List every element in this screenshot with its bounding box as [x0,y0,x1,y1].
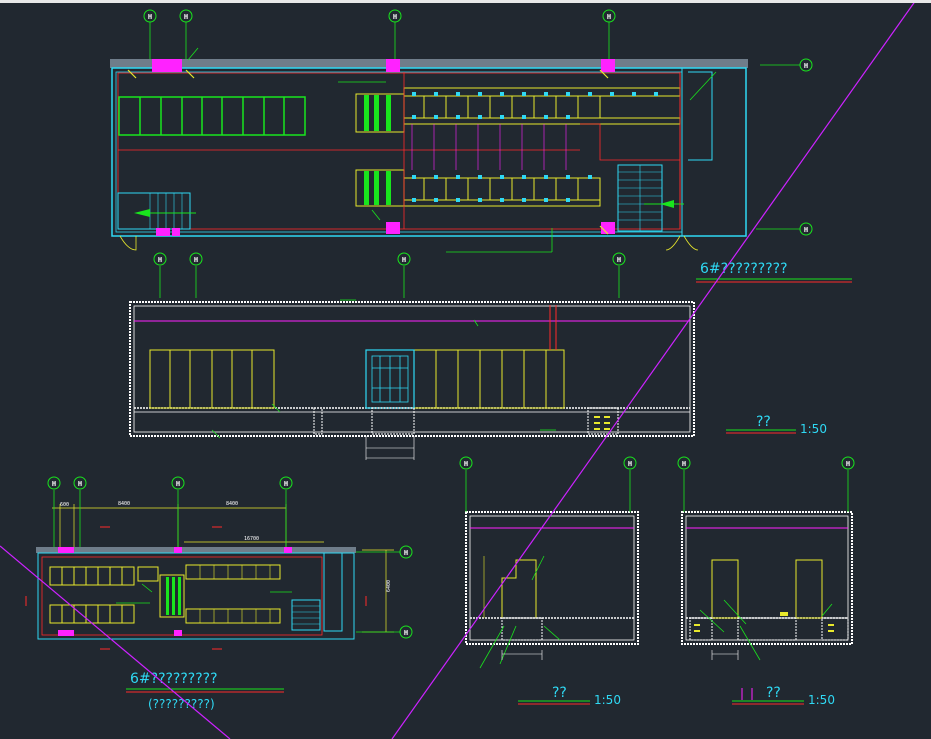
plan-top-beam [110,59,748,68]
grid-bubble [623,456,637,470]
svg-text:H: H [617,256,621,264]
section-b: H H ?? 1:50 [677,456,855,707]
section-b-title: ?? [766,685,781,701]
svg-text:H: H [158,256,162,264]
elevation-scale: 1:50 [800,422,827,436]
grid-bubble [279,476,293,490]
svg-text:H: H [176,480,180,488]
grid-bubble [799,58,813,72]
svg-text:H: H [464,460,468,468]
svg-text:H: H [184,13,188,21]
svg-text:16700: 16700 [244,536,259,542]
svg-text:H: H [284,480,288,488]
small-plan: 600 8400 8400 16700 6400 H H H [25,476,413,711]
grid-bubble [459,456,473,470]
section-a-title: ?? [552,685,567,701]
grid-bubble [602,9,616,23]
svg-text:H: H [607,13,611,21]
main-floor-plan: 6#????????? [110,47,852,283]
grid-bubbles-main: H H H H H H H H H H [143,9,813,298]
plan-stair-left [117,192,191,230]
grid-bubble [677,456,691,470]
grid-bubble [189,252,203,266]
grid-bubble [153,252,167,266]
grid-bubble [388,9,402,23]
grid-bubble [799,222,813,236]
svg-text:6400: 6400 [386,580,392,592]
svg-text:H: H [194,256,198,264]
grid-bubble [73,476,87,490]
elevation-section: ?? 1:50 [129,299,827,460]
grid-bubble [143,9,157,23]
svg-text:8400: 8400 [118,501,130,507]
grid-bubble [399,625,413,639]
svg-text:H: H [52,480,56,488]
grid-bubble [171,476,185,490]
grid-bubble [47,476,61,490]
svg-text:H: H [846,460,850,468]
grid-bubble [841,456,855,470]
small-plan-title: 6#????????? [130,671,218,687]
grid-bubble [612,252,626,266]
svg-text:H: H [804,62,808,70]
svg-text:H: H [148,13,152,21]
elevation-title: ?? [756,414,771,430]
svg-text:H: H [682,460,686,468]
svg-text:H: H [78,480,82,488]
plan-outer-wall [111,67,747,237]
svg-text:H: H [404,629,408,637]
svg-text:8400: 8400 [226,501,238,507]
section-a-scale: 1:50 [594,693,621,707]
grid-bubble [397,252,411,266]
svg-text:H: H [804,226,808,234]
small-plan-subtitle: (?????????) [148,697,215,711]
section-b-scale: 1:50 [808,693,835,707]
svg-text:600: 600 [60,502,69,508]
svg-text:H: H [393,13,397,21]
section-a: H H ?? 1:50 [459,456,639,707]
svg-text:H: H [404,549,408,557]
plan-title: 6#????????? [700,261,788,277]
grid-bubble [179,9,193,23]
svg-text:H: H [402,256,406,264]
grid-bubble [399,545,413,559]
svg-text:H: H [628,460,632,468]
